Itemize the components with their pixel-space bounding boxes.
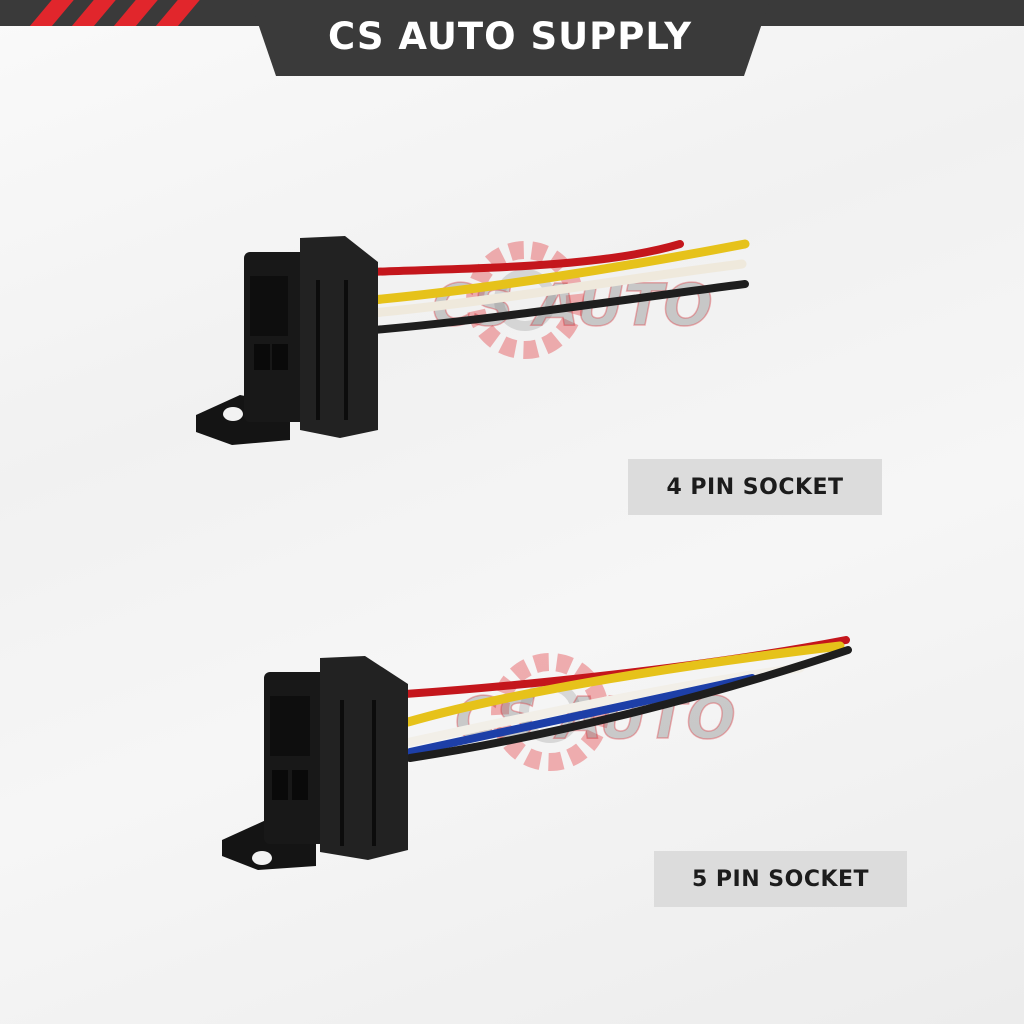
wire-bundle (366, 239, 750, 334)
product-label-text: 5 PIN SOCKET (691, 866, 870, 892)
relay-socket-body (196, 236, 378, 445)
brand-title: CS AUTO SUPPLY (327, 14, 693, 58)
product-label-5pin: 5 PIN SOCKET (654, 851, 907, 907)
product-label-text: 4 PIN SOCKET (666, 474, 844, 500)
brand-title-tab: CS AUTO SUPPLY (250, 0, 770, 76)
product-label-4pin: 4 PIN SOCKET (628, 459, 882, 515)
wire-bundle (401, 636, 852, 762)
relay-socket-body (222, 656, 408, 870)
